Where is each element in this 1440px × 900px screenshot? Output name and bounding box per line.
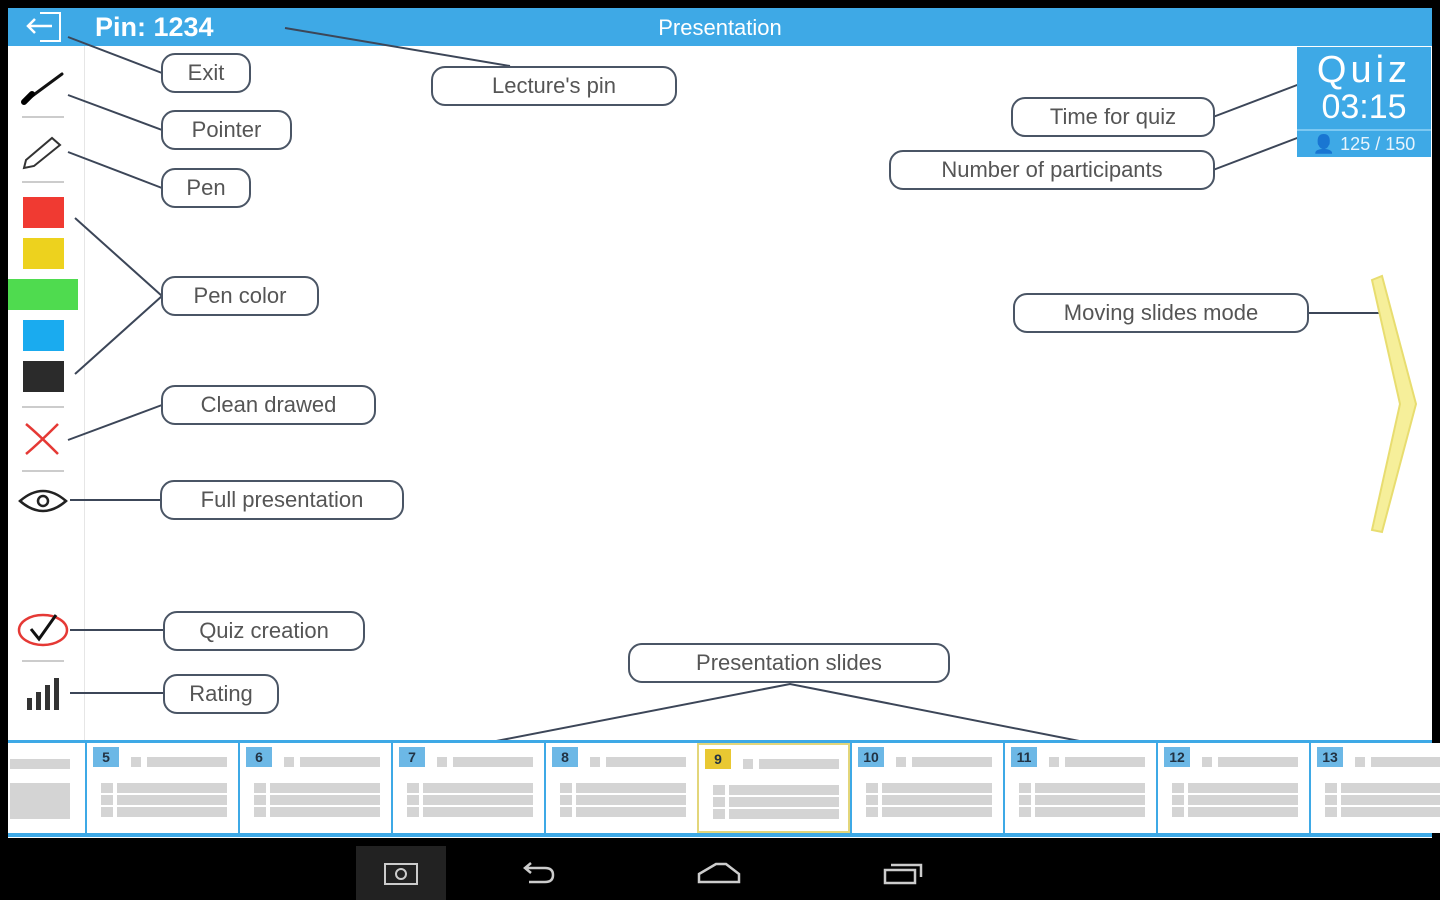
callout-full-presentation: Full presentation bbox=[160, 480, 404, 520]
rating-icon[interactable] bbox=[14, 674, 72, 714]
android-nav-bar bbox=[0, 838, 1440, 900]
callout-clean: Clean drawed bbox=[161, 385, 376, 425]
callout-exit: Exit bbox=[161, 53, 251, 93]
quiz-time: 03:15 bbox=[1321, 88, 1407, 126]
callout-rating: Rating bbox=[163, 674, 279, 714]
slide-number: 11 bbox=[1011, 747, 1037, 767]
quiz-creation-icon[interactable] bbox=[14, 610, 72, 650]
callout-pointer: Pointer bbox=[161, 110, 292, 150]
pen-color-red[interactable] bbox=[23, 197, 64, 228]
slide-thumbnail[interactable]: 13 bbox=[1309, 743, 1440, 833]
callout-pen: Pen bbox=[161, 168, 251, 208]
home-icon[interactable] bbox=[674, 846, 764, 900]
slide-thumbnail[interactable]: 8 bbox=[544, 743, 697, 833]
slide-number: 13 bbox=[1317, 747, 1343, 767]
separator bbox=[22, 406, 64, 408]
slide-thumbnail[interactable]: 9 bbox=[697, 743, 850, 833]
back-icon[interactable] bbox=[492, 846, 582, 900]
callout-participants: Number of participants bbox=[889, 150, 1215, 190]
slide-thumbnail[interactable]: 6 bbox=[238, 743, 391, 833]
lecture-pin: Pin: 1234 bbox=[95, 12, 214, 42]
slide-thumbnail[interactable]: 12 bbox=[1156, 743, 1309, 833]
callout-time: Time for quiz bbox=[1011, 97, 1215, 137]
next-slide-chevron bbox=[1370, 274, 1418, 534]
screenshot-icon[interactable] bbox=[356, 846, 446, 900]
pen-icon[interactable] bbox=[14, 130, 72, 170]
quiz-label: Quiz bbox=[1316, 49, 1412, 91]
separator bbox=[22, 470, 64, 472]
callout-pen-color: Pen color bbox=[161, 276, 319, 316]
slide-number: 10 bbox=[858, 747, 884, 767]
slide-thumbnail[interactable] bbox=[8, 743, 85, 833]
pen-color-black[interactable] bbox=[23, 361, 64, 392]
slide-thumbnail[interactable]: 7 bbox=[391, 743, 544, 833]
slide-number: 9 bbox=[705, 749, 731, 769]
slide-thumbnail[interactable]: 5 bbox=[85, 743, 238, 833]
clean-icon[interactable] bbox=[14, 418, 72, 458]
slide-thumbnail[interactable]: 10 bbox=[850, 743, 1003, 833]
pen-color-green[interactable] bbox=[8, 279, 78, 310]
slide-number: 8 bbox=[552, 747, 578, 767]
slide-number: 5 bbox=[93, 747, 119, 767]
callout-quiz-creation: Quiz creation bbox=[163, 611, 365, 651]
exit-icon[interactable] bbox=[22, 11, 64, 43]
separator bbox=[22, 660, 64, 662]
slide-number: 12 bbox=[1164, 747, 1190, 767]
slide-number: 6 bbox=[246, 747, 272, 767]
recent-apps-icon[interactable] bbox=[858, 846, 948, 900]
quiz-timer[interactable]: Quiz 03:15 👤 125 / 150 bbox=[1297, 47, 1431, 157]
callout-moving: Moving slides mode bbox=[1013, 293, 1309, 333]
top-bar: Pin: 1234 Presentation bbox=[8, 8, 1432, 46]
participants-count: 👤 125 / 150 bbox=[1297, 129, 1431, 157]
sidebar-divider bbox=[84, 46, 85, 740]
slide-strip[interactable]: 5 6 7 8 9 10 11 12 13 bbox=[8, 740, 1440, 837]
eye-icon[interactable] bbox=[14, 481, 72, 521]
pen-color-yellow[interactable] bbox=[23, 238, 64, 269]
separator bbox=[22, 116, 64, 118]
callout-slides: Presentation slides bbox=[628, 643, 950, 683]
separator bbox=[22, 181, 64, 183]
callout-pin: Lecture's pin bbox=[431, 66, 677, 106]
page-title: Presentation bbox=[658, 15, 782, 40]
slide-number: 7 bbox=[399, 747, 425, 767]
pen-color-blue[interactable] bbox=[23, 320, 64, 351]
pointer-icon[interactable] bbox=[14, 68, 72, 108]
slide-thumbnail[interactable]: 11 bbox=[1003, 743, 1156, 833]
